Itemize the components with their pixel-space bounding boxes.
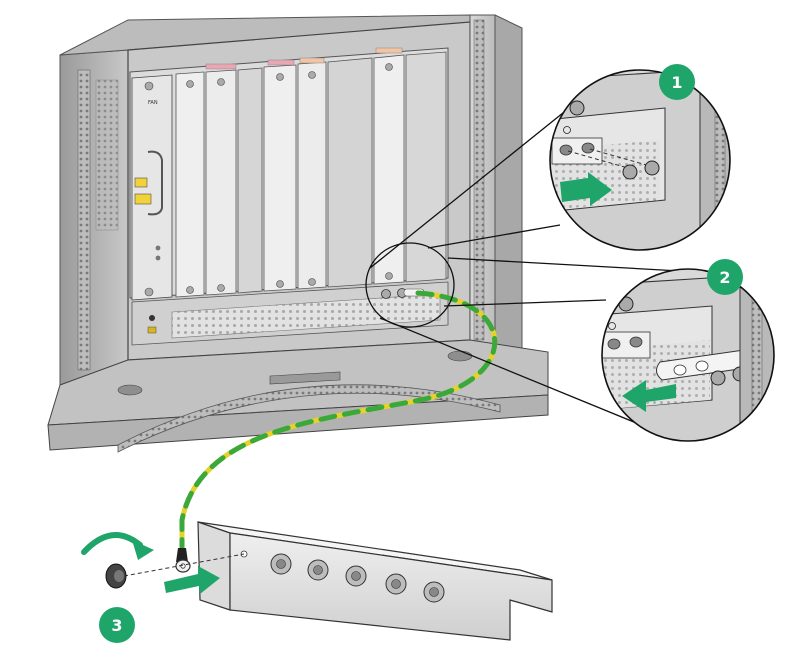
- warning-label-2: [134, 193, 152, 205]
- fan-label: FAN: [148, 100, 158, 106]
- base-vent: [117, 384, 501, 453]
- slot-cards: [175, 47, 447, 298]
- step-badge-2: 2: [707, 259, 743, 295]
- inset-1-frame: [549, 69, 731, 251]
- ground-bar: [197, 521, 553, 641]
- rotate-arrow-head-icon: [132, 540, 154, 560]
- insert-arrow-icon: [164, 566, 220, 594]
- push-arrow-icon: [622, 380, 676, 412]
- inset-2-frame: [601, 268, 775, 442]
- step-badge-3: 3: [99, 607, 135, 643]
- front-vent: [171, 293, 441, 339]
- esd-jack: [149, 315, 155, 321]
- step-2-label: 2: [719, 268, 730, 287]
- pull-arrow-icon: [560, 172, 612, 206]
- rack-chassis: FAN: [47, 14, 549, 453]
- left-rail-holes: [77, 69, 91, 371]
- fan-handle: [147, 150, 163, 216]
- bar-terminals: [270, 553, 445, 603]
- fan-led: [155, 245, 161, 251]
- step-badge-1: 1: [659, 64, 695, 100]
- step-3-label: 3: [111, 616, 122, 635]
- callout-lines: [365, 87, 681, 437]
- rotate-arrow-icon: [81, 532, 143, 555]
- alignment-line: [123, 553, 245, 577]
- inset-step-2: [601, 268, 775, 442]
- caster-2: [447, 350, 473, 362]
- callout-source-circle: [365, 242, 455, 328]
- cable-sleeve: [176, 548, 188, 562]
- caster: [117, 384, 143, 396]
- fan-tray: [131, 74, 173, 301]
- ground-cable: [175, 290, 498, 573]
- warning-label: [134, 177, 148, 188]
- inset-step-1: [549, 69, 731, 251]
- fan-led-2: [155, 255, 161, 261]
- step3-assembly: [81, 532, 245, 594]
- cable-green-strand: [179, 290, 498, 559]
- ground-symbol-icon: [563, 126, 571, 134]
- side-vent: [95, 79, 119, 231]
- step-1-label: 1: [671, 73, 682, 92]
